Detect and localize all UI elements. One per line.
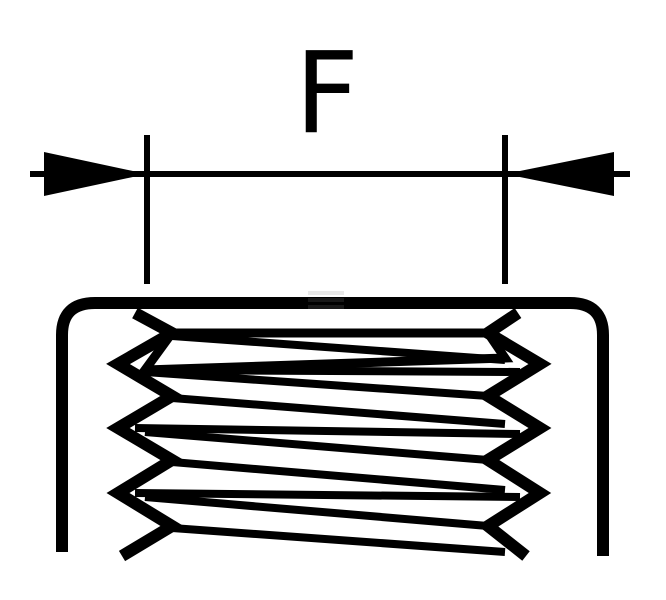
thread-housing-outline bbox=[56, 297, 609, 556]
thread-helix-line bbox=[134, 489, 521, 501]
thread-helix-line bbox=[171, 524, 506, 556]
thread-helix-line bbox=[171, 394, 506, 428]
thread-helix-line bbox=[171, 458, 506, 494]
thread-helix-line bbox=[144, 368, 489, 400]
thread-helix-line bbox=[171, 332, 506, 364]
thread-helix-line bbox=[144, 493, 489, 530]
watermark-logo-icon bbox=[308, 291, 344, 309]
arrowhead-left-icon bbox=[44, 152, 147, 196]
dimension-line bbox=[30, 135, 630, 284]
thread-helix-line bbox=[144, 366, 521, 376]
thread-helix-line bbox=[134, 424, 521, 438]
thread-helix-line bbox=[144, 428, 489, 464]
thread-flank-right bbox=[476, 308, 552, 561]
thread-flank-left bbox=[106, 307, 185, 562]
dimension-label: F bbox=[295, 29, 359, 159]
arrowhead-right-icon bbox=[505, 152, 614, 196]
internal-thread bbox=[106, 307, 552, 562]
